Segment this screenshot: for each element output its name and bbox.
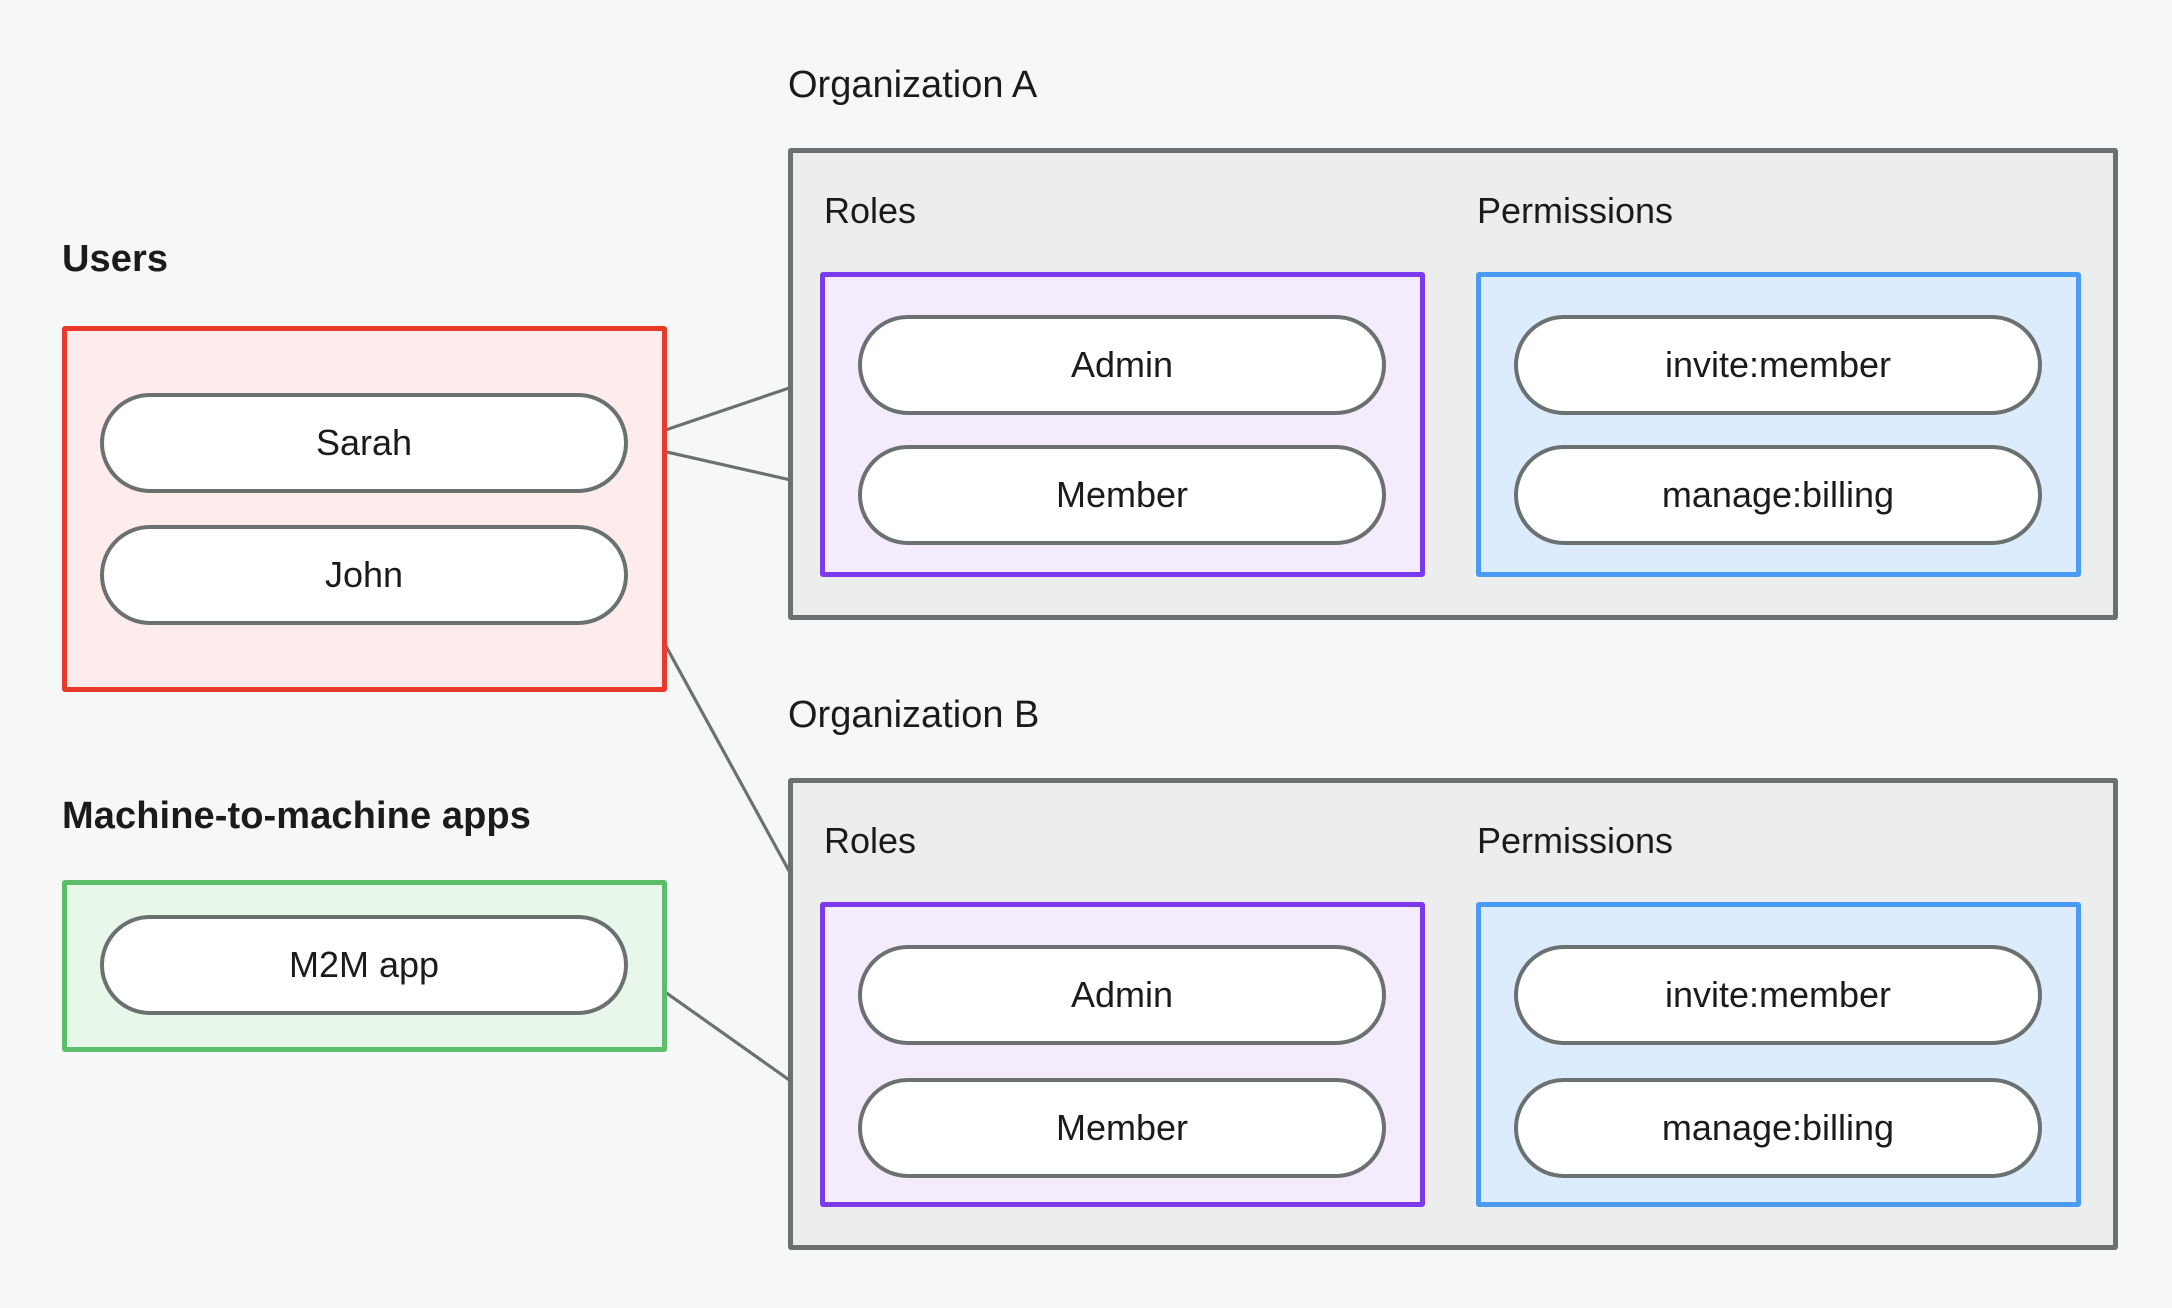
org-a-permission-invite-member[interactable]: invite:member (1514, 315, 2042, 415)
user-node-john[interactable]: John (100, 525, 628, 625)
org-b-permission-invite-member-label: invite:member (1664, 974, 1892, 1015)
org-a-role-admin-label: Admin (1070, 344, 1174, 385)
user-node-sarah[interactable]: Sarah (100, 393, 628, 493)
org-b-role-admin[interactable]: Admin (858, 945, 1386, 1045)
org-b-role-member[interactable]: Member (858, 1078, 1386, 1178)
org-a-role-member[interactable]: Member (858, 445, 1386, 545)
org-b-permission-manage-billing[interactable]: manage:billing (1514, 1078, 2042, 1178)
user-node-sarah-label: Sarah (315, 422, 413, 463)
m2m-node-app-label: M2M app (288, 944, 440, 985)
org-b-permission-manage-billing-label: manage:billing (1661, 1107, 1895, 1148)
org-a-title: Organization A (788, 64, 1038, 106)
org-a-role-member-label: Member (1055, 474, 1189, 515)
org-b-role-admin-label: Admin (1070, 974, 1174, 1015)
org-a-permission-manage-billing[interactable]: manage:billing (1514, 445, 2042, 545)
users-group-title: Users (62, 238, 169, 280)
org-a-role-admin[interactable]: Admin (858, 315, 1386, 415)
org-b-role-member-label: Member (1055, 1107, 1189, 1148)
org-b-roles-title: Roles (824, 820, 917, 861)
users-group-box (62, 326, 667, 692)
org-b-permission-invite-member[interactable]: invite:member (1514, 945, 2042, 1045)
org-a-permissions-title: Permissions (1477, 190, 1674, 231)
org-b-title: Organization B (788, 694, 1040, 736)
user-node-john-label: John (324, 554, 404, 595)
org-b-permissions-title: Permissions (1477, 820, 1674, 861)
m2m-node-app[interactable]: M2M app (100, 915, 628, 1015)
org-a-permission-invite-member-label: invite:member (1664, 344, 1892, 385)
m2m-group-title: Machine-to-machine apps (62, 795, 531, 837)
org-a-roles-title: Roles (824, 190, 917, 231)
org-a-permission-manage-billing-label: manage:billing (1661, 474, 1895, 515)
